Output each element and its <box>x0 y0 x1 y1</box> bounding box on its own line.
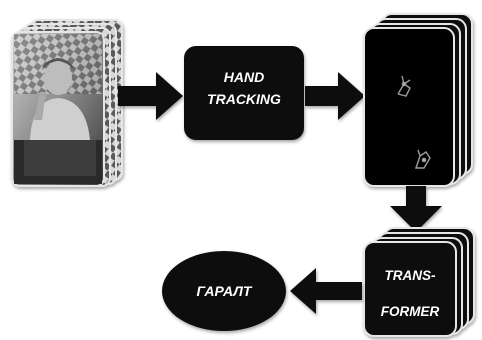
person-photo-icon <box>14 58 102 184</box>
arrow-transformer-to-output <box>290 268 362 314</box>
hand-tracking-box <box>184 46 304 140</box>
transformer-stack <box>363 227 475 337</box>
arrow-frames-to-tracking <box>118 72 183 120</box>
hand-keypoints-icon <box>397 75 411 97</box>
tracked-hand-frames <box>363 13 473 187</box>
hand-keypoints-icon-2 <box>415 149 431 169</box>
hand-tracking-label-line2: TRACKING <box>207 91 281 107</box>
input-video-frames <box>11 19 123 187</box>
transformer-label-line2: FORMER <box>381 304 440 319</box>
output-label: ГАРАЛТ <box>197 283 253 299</box>
output-node <box>162 251 286 331</box>
tracked-frame-front <box>363 27 455 187</box>
arrow-keypoints-to-transformer <box>390 186 442 232</box>
arrow-tracking-to-keypoints <box>305 72 365 120</box>
video-frame-front <box>11 31 105 187</box>
hand-tracking-label-line1: HAND <box>224 69 264 85</box>
transformer-layer-front <box>363 241 457 337</box>
transformer-label-line1: TRANS- <box>385 268 436 283</box>
